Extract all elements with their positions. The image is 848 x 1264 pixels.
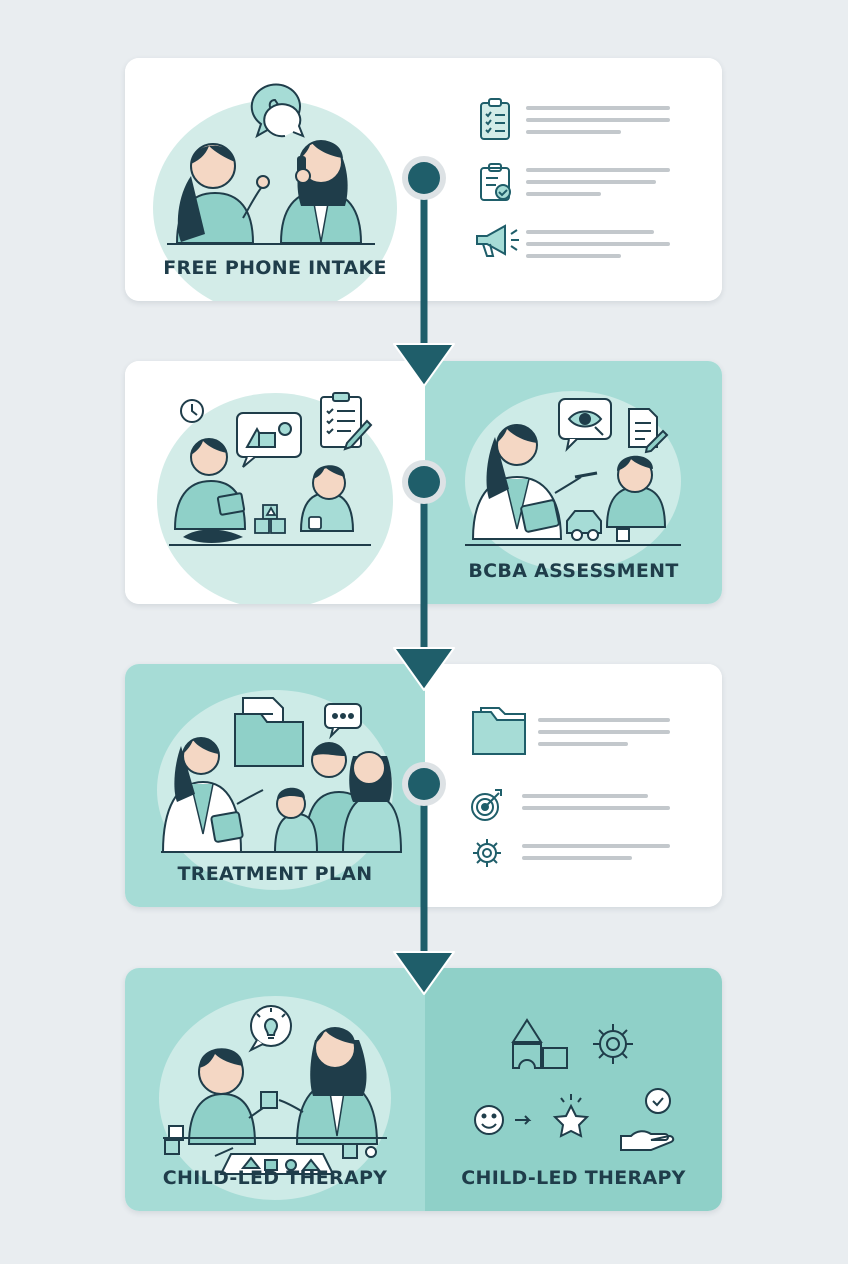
gear-icon xyxy=(593,1024,633,1064)
eye-magnifier-bubble-icon xyxy=(558,398,612,453)
family-figures xyxy=(273,742,403,853)
clinician-figure xyxy=(161,737,264,853)
document-pencil-icon xyxy=(628,408,669,454)
step-1-illustration-panel: FREE PHONE INTAKE xyxy=(125,58,425,301)
step-label: CHILD-LED THERAPY xyxy=(162,1167,388,1189)
step-3-details-icons xyxy=(471,707,526,867)
shapes-speech-bubble-icon xyxy=(236,412,302,468)
timeline-node xyxy=(402,156,446,200)
step-label-secondary: CHILD-LED THERAPY xyxy=(461,1167,686,1189)
clock-icon xyxy=(180,399,204,423)
play-observation-illustration xyxy=(157,392,393,604)
helping-hand-check-icon xyxy=(620,1088,675,1151)
step-1-details-icons xyxy=(476,98,519,257)
arrow-down-icon xyxy=(393,343,455,387)
arrow-down-icon xyxy=(393,951,455,995)
speech-bubble-icon xyxy=(324,703,362,740)
blocks-icon xyxy=(254,504,286,534)
step-label: BCBA ASSESSMENT xyxy=(468,560,679,582)
phone-intake-illustration xyxy=(153,83,397,301)
step-4-icons-panel: CHILD-LED THERAPY xyxy=(425,968,722,1211)
phone-call-bubble-icon xyxy=(250,83,305,139)
megaphone-icon xyxy=(476,224,519,257)
step-card-child-led-therapy: CHILD-LED THERAPY xyxy=(125,968,722,1211)
step-label: FREE PHONE INTAKE xyxy=(163,257,387,279)
folder-icon xyxy=(472,707,526,755)
target-icon xyxy=(471,789,502,821)
gear-icon xyxy=(473,839,501,867)
star-icon xyxy=(552,1094,590,1138)
child-figure xyxy=(299,465,355,532)
arrow-down-icon xyxy=(393,647,455,691)
step-card-treatment-plan: TREATMENT PLAN xyxy=(125,664,722,907)
lightbulb-bubble-icon xyxy=(248,1005,292,1053)
clipboard-checklist-icon xyxy=(480,98,510,140)
step-label: TREATMENT PLAN xyxy=(177,863,373,885)
timeline-node xyxy=(402,460,446,504)
step-3-illustration-panel: TREATMENT PLAN xyxy=(125,664,425,907)
therapist-figure xyxy=(278,1027,379,1145)
step-4-illustration-panel: CHILD-LED THERAPY xyxy=(125,968,425,1211)
toy-car-icon xyxy=(566,510,630,542)
parent-figure xyxy=(175,143,270,244)
child-figure xyxy=(605,455,667,528)
parent-observer-figure xyxy=(173,438,247,543)
child-led-therapy-illustration xyxy=(159,996,391,1200)
step-3-details-panel xyxy=(425,664,722,907)
step-4-icons xyxy=(474,1018,675,1151)
shape-sorter-board-icon xyxy=(164,1125,377,1175)
timeline-node xyxy=(402,762,446,806)
step-2-assessment-panel: BCBA ASSESSMENT xyxy=(425,361,722,604)
step-1-details-panel xyxy=(425,58,722,301)
child-figure xyxy=(187,1048,278,1145)
folder-documents-icon xyxy=(234,697,304,767)
treatment-plan-illustration xyxy=(157,690,403,890)
intake-coordinator-figure xyxy=(279,140,363,244)
shapes-icon xyxy=(511,1018,568,1069)
step-card-phone-intake: FREE PHONE INTAKE xyxy=(125,58,722,301)
clipboard-check-icon xyxy=(480,163,511,201)
smiley-icon xyxy=(474,1105,532,1135)
bcba-assessment-illustration xyxy=(465,391,681,571)
step-2-illustration-panel xyxy=(125,361,425,604)
checklist-pencil-icon xyxy=(320,392,373,451)
bcba-clinician-figure xyxy=(471,424,598,540)
